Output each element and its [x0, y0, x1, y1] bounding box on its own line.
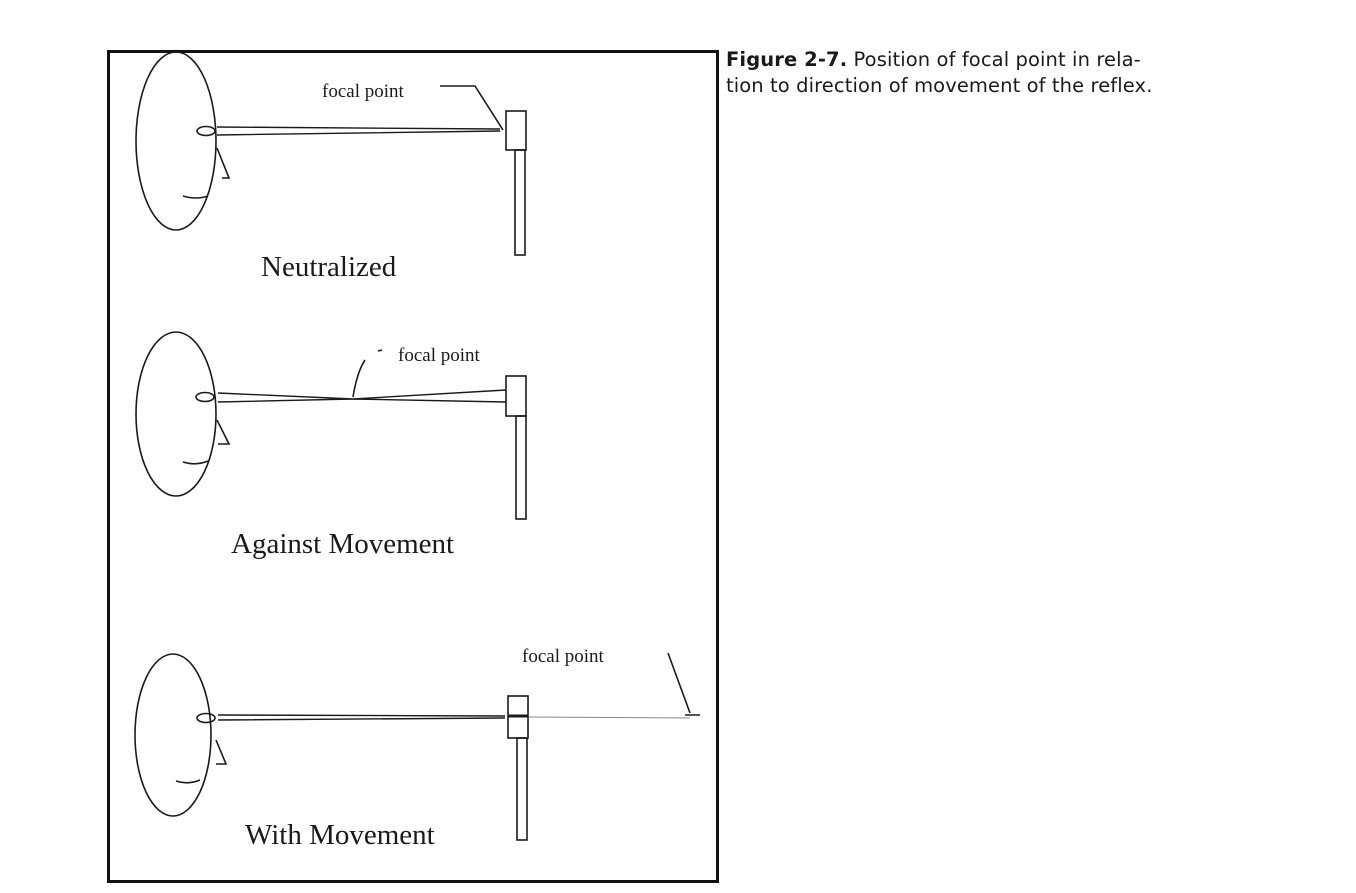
figure-label: Figure 2-7.	[726, 48, 848, 71]
focal-pointer-line	[440, 85, 504, 131]
panel-with-movement	[134, 652, 700, 841]
diverging-beam	[525, 716, 691, 719]
caption-line-1: Position of focal point in rela-	[847, 48, 1141, 71]
panel-title-with-movement: With Movement	[245, 819, 435, 851]
panel-title-against-movement: Against Movement	[231, 528, 454, 560]
figure-caption: Figure 2-7. Position of focal point in r…	[726, 47, 1206, 99]
head-outline	[134, 653, 212, 817]
caption-line-2: tion to direction of movement of the ref…	[726, 74, 1153, 97]
light-beam	[216, 126, 501, 136]
mouth	[175, 779, 201, 784]
retinoscope-head	[505, 375, 527, 417]
focal-pointer-line	[667, 652, 700, 716]
head-outline	[135, 331, 217, 497]
panel-neutralized	[135, 51, 527, 256]
focal-point-label: focal point	[322, 81, 405, 102]
light-beam	[217, 389, 507, 403]
eye-pupil	[196, 712, 216, 724]
retinoscope-head	[505, 110, 527, 151]
eye-pupil	[196, 125, 216, 137]
mouth	[182, 460, 209, 465]
nose	[216, 147, 231, 179]
retinoscope-handle	[515, 415, 527, 520]
mouth	[182, 195, 209, 199]
focal-point-label: focal point	[522, 646, 605, 667]
nose	[215, 739, 228, 765]
head-outline	[135, 51, 217, 231]
retinoscope-handle	[516, 737, 528, 841]
panel-title-neutralized: Neutralized	[261, 251, 397, 283]
eye-pupil	[195, 391, 215, 403]
light-beam	[217, 714, 506, 721]
panel-against-movement	[135, 331, 527, 520]
retinoscope-handle	[514, 149, 526, 256]
focal-point-label: focal point	[398, 345, 481, 366]
focal-pointer-line	[352, 349, 383, 398]
nose	[216, 419, 231, 445]
